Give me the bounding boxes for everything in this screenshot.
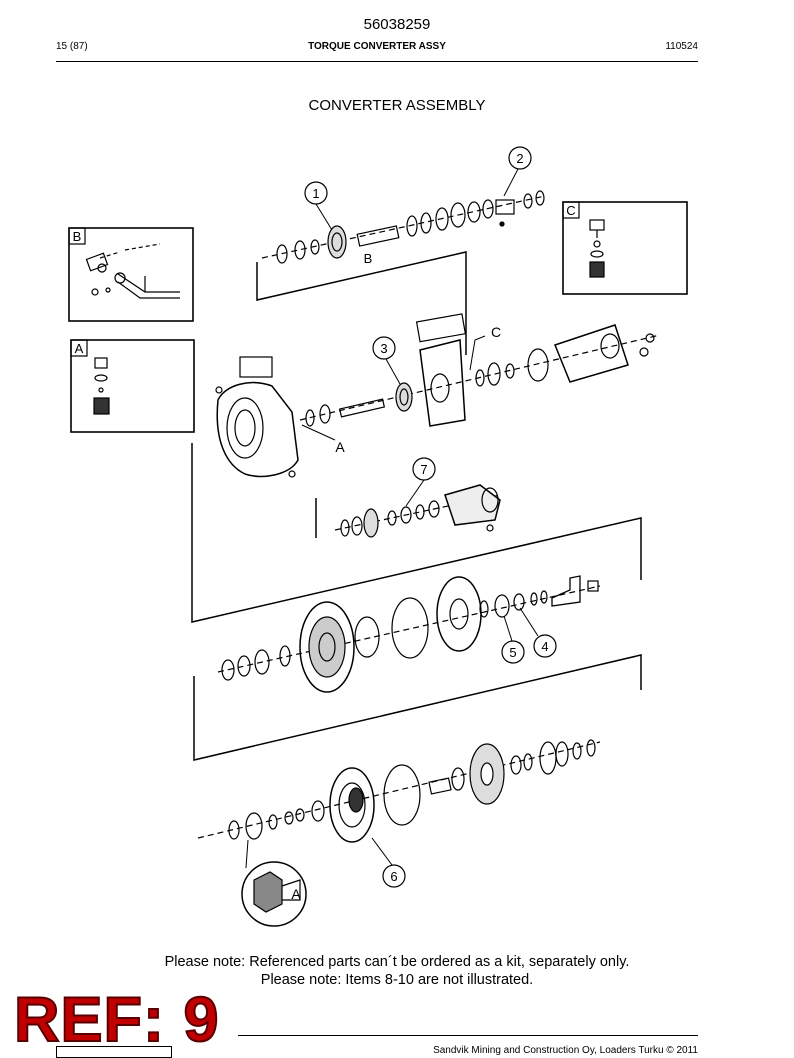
svg-text:1: 1 (312, 186, 319, 201)
note-kit: Please note: Referenced parts can´t be o… (164, 954, 630, 970)
callout-1: 1 (304, 181, 333, 231)
converter-bottom-row (197, 739, 601, 843)
detail-box-b: B (68, 227, 194, 322)
callout-5: 5 (501, 615, 525, 664)
callout-ref-a: A (335, 439, 345, 455)
svg-text:3: 3 (380, 341, 387, 356)
note-not-illustrated: Please note: Items 8-10 are not illustra… (260, 972, 534, 988)
ordering-notes: Please note: Referenced parts can´t be o… (0, 953, 794, 989)
assembly-frame-middle (191, 443, 642, 623)
page-number: 15 (87) (56, 41, 88, 52)
header-rule (56, 61, 698, 62)
document-code: 110524 (665, 41, 698, 52)
converter-housing (215, 356, 299, 478)
footer-copyright: Sandvik Mining and Construction Oy, Load… (433, 1045, 698, 1056)
svg-text:6: 6 (390, 869, 397, 884)
pump-group (334, 484, 501, 538)
upper-shaft-group (261, 190, 546, 264)
detail-circle-a: A (241, 839, 307, 927)
detail-box-c: C (562, 201, 688, 295)
footer-logo (56, 1046, 172, 1058)
callout-2: 2 (503, 146, 532, 197)
middle-shaft-group (299, 313, 661, 427)
ref-stamp: REF: 9 (13, 984, 220, 1056)
detail-label-c: C (566, 203, 575, 218)
footer-rule (238, 1035, 698, 1036)
callout-4: 4 (519, 607, 557, 658)
detail-label-b: B (73, 229, 82, 244)
svg-text:7: 7 (420, 462, 427, 477)
callout-6: 6 (371, 837, 406, 888)
page-header: 15 (87) TORQUE CONVERTER ASSY 110524 (56, 41, 698, 55)
svg-text:4: 4 (541, 639, 548, 654)
figure-title: CONVERTER ASSEMBLY (308, 97, 486, 114)
svg-text:5: 5 (509, 645, 516, 660)
document-number: 56038259 (363, 16, 431, 33)
converter-upper-row (217, 575, 601, 693)
svg-text:2: 2 (516, 151, 523, 166)
assembly-frame-lower (193, 654, 642, 761)
detail-box-a: A (70, 339, 195, 433)
detail-circle-label-a: A (291, 886, 301, 902)
callout-7: 7 (405, 457, 436, 507)
callout-ref-c: C (491, 324, 501, 340)
callout-3: 3 (372, 336, 401, 385)
detail-label-a: A (75, 341, 84, 356)
assembly-frame-top (256, 251, 467, 355)
section-title: TORQUE CONVERTER ASSY (308, 41, 446, 52)
callout-ref-b: B (364, 251, 373, 266)
